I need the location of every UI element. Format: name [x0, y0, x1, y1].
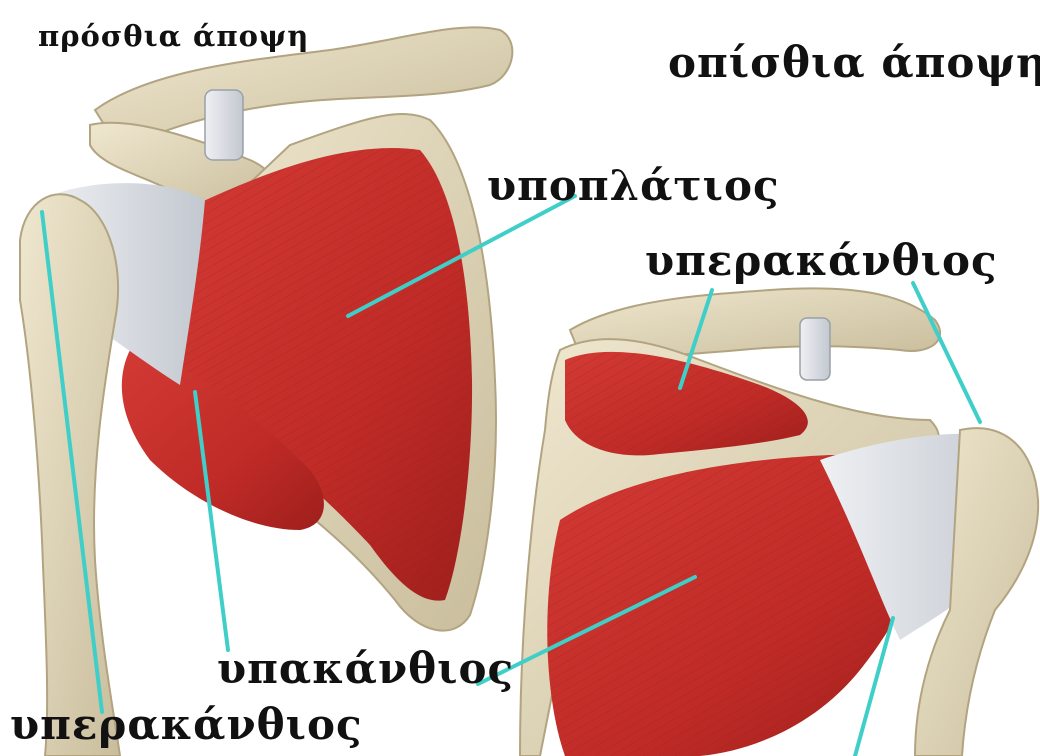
posterior-shoulder [520, 288, 1038, 756]
back-view-label: οπίσθια άποψη [668, 42, 1040, 84]
ligament [205, 90, 243, 160]
supraspinatus-label-right: υπερακάνθιος [645, 240, 998, 282]
supraspinatus-label-left: υπερακάνθιος [10, 704, 363, 746]
front-view-label: πρόσθια άποψη [38, 22, 309, 51]
infraspinatus-label: υπακάνθιος [217, 648, 514, 690]
humerus-bone [20, 194, 120, 756]
subscapularis-label: υποπλάτιος [487, 165, 780, 207]
ligament-posterior [800, 318, 830, 380]
pointer-supraspinatus-right-b [913, 283, 980, 422]
